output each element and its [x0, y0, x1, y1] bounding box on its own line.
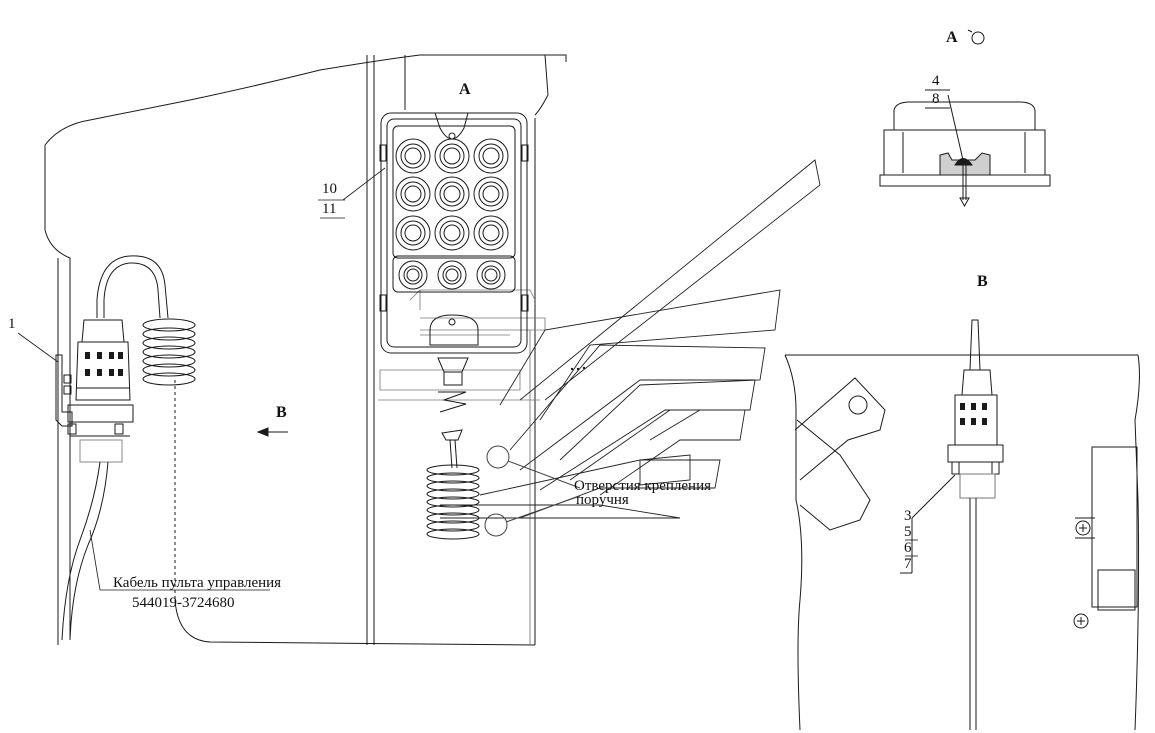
pendant-cable — [426, 357, 480, 540]
view-b-detail-title: В — [977, 273, 988, 290]
callout-1: 1 — [8, 316, 16, 332]
decorative-stripes — [440, 159, 821, 519]
coil-left — [142, 318, 196, 386]
panel-outline — [44, 54, 567, 646]
callout-underlines — [320, 217, 918, 557]
button-1 — [395, 138, 431, 174]
callout-4: 4 — [932, 73, 940, 89]
button-10 — [398, 260, 428, 290]
button-12 — [476, 260, 506, 290]
button-8 — [434, 215, 470, 251]
button-2 — [434, 138, 470, 174]
view-b-marker: В — [276, 404, 287, 421]
button-4 — [395, 176, 431, 212]
connector-assembly-left — [55, 255, 196, 641]
detail-view-b — [784, 319, 1140, 731]
button-9 — [473, 215, 509, 251]
coil-spring — [426, 464, 480, 540]
leader-lines — [17, 167, 386, 591]
mounting-holes-label-line2: поручня — [576, 492, 629, 508]
control-pendant — [379, 112, 529, 354]
view-a-detail-title: А — [946, 29, 958, 46]
dots — [570, 366, 586, 371]
cable-label-line2: 544019-3724680 — [132, 595, 235, 611]
button-11 — [437, 260, 467, 290]
callout-3: 3 — [904, 508, 912, 524]
cable-label-line1: Кабель пульта управления — [113, 575, 282, 591]
handrail — [378, 289, 546, 401]
callout-8: 8 — [932, 91, 940, 107]
callout-5: 5 — [904, 524, 912, 540]
button-7 — [395, 215, 431, 251]
mounting-holes — [484, 445, 581, 537]
callout-11: 11 — [322, 201, 337, 217]
pendant-buttons — [395, 138, 509, 290]
button-6 — [473, 176, 509, 212]
button-3 — [473, 138, 509, 174]
callout-7: 7 — [904, 556, 912, 572]
callout-10: 10 — [322, 181, 337, 197]
view-a-marker: А — [459, 81, 471, 98]
button-5 — [434, 176, 470, 212]
view-b-arrow — [256, 427, 288, 437]
mounting-holes-label-line1: Отверстия крепления — [574, 478, 711, 494]
callout-6: 6 — [904, 540, 912, 556]
detail-view-a — [879, 29, 1051, 208]
